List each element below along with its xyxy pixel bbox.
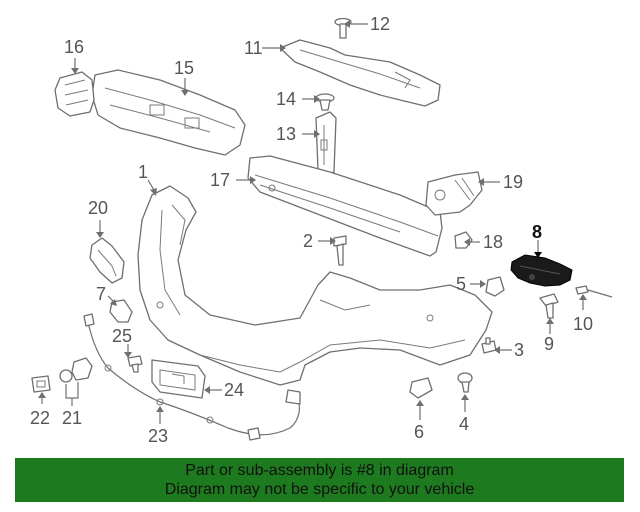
callout-23: 23 bbox=[148, 426, 168, 446]
notice-banner: Part or sub-assembly is #8 in diagram Di… bbox=[15, 458, 624, 502]
part-24-license-bracket bbox=[151, 359, 206, 399]
part-10-wire bbox=[575, 285, 613, 298]
notice-line-1: Part or sub-assembly is #8 in diagram bbox=[185, 462, 454, 479]
callout-2: 2 bbox=[303, 231, 313, 251]
callout-18: 18 bbox=[483, 232, 503, 252]
part-5-retainer bbox=[485, 276, 505, 297]
callout-24: 24 bbox=[224, 380, 244, 400]
part-6-clip bbox=[409, 377, 433, 399]
callout-8-highlighted[interactable]: 8 bbox=[532, 222, 542, 242]
callout-15: 15 bbox=[174, 58, 194, 78]
callout-16: 16 bbox=[64, 37, 84, 57]
callout-7: 7 bbox=[96, 284, 106, 304]
part-25-screw bbox=[127, 355, 143, 373]
parts-diagram: 12 11 16 15 14 13 17 19 1 20 2 18 8 5 7 … bbox=[30, 14, 613, 446]
callout-20: 20 bbox=[88, 198, 108, 218]
callout-1: 1 bbox=[138, 162, 148, 182]
callout-17: 17 bbox=[210, 170, 230, 190]
callout-5: 5 bbox=[456, 274, 466, 294]
callout-14: 14 bbox=[276, 89, 296, 109]
part-15-energy-absorber bbox=[91, 69, 246, 156]
part-11-upper-shield bbox=[279, 39, 441, 107]
part-2-bolt bbox=[333, 235, 347, 266]
part-4-pin bbox=[457, 372, 473, 393]
callout-13: 13 bbox=[276, 124, 296, 144]
callout-4: 4 bbox=[459, 414, 469, 434]
part-17-impact-bar bbox=[247, 155, 443, 257]
leader-lines bbox=[38, 20, 587, 424]
part-8-highlighted[interactable] bbox=[510, 254, 573, 287]
part-1-bumper-cover bbox=[137, 185, 493, 386]
part-14-clip bbox=[315, 93, 335, 111]
callout-11: 11 bbox=[244, 38, 263, 58]
part-19-bracket bbox=[425, 171, 483, 216]
part-16-bracket bbox=[54, 71, 95, 117]
callout-10: 10 bbox=[573, 314, 593, 334]
callout-21: 21 bbox=[62, 408, 82, 428]
callout-22: 22 bbox=[30, 408, 50, 428]
part-13-bracket bbox=[315, 111, 337, 177]
callout-6: 6 bbox=[414, 422, 424, 442]
callout-9: 9 bbox=[544, 334, 554, 354]
part-9-screw bbox=[539, 293, 559, 319]
part-23-harness bbox=[83, 313, 301, 441]
callout-12: 12 bbox=[370, 14, 390, 34]
callout-19: 19 bbox=[503, 172, 523, 192]
part-21-sensor bbox=[59, 357, 93, 383]
callout-3: 3 bbox=[514, 340, 524, 360]
notice-line-2: Diagram may not be specific to your vehi… bbox=[164, 481, 475, 498]
part-3-bolt bbox=[481, 337, 497, 354]
part-22-retainer bbox=[31, 375, 51, 393]
part-20-bezel bbox=[89, 237, 125, 284]
callout-25: 25 bbox=[112, 326, 132, 346]
